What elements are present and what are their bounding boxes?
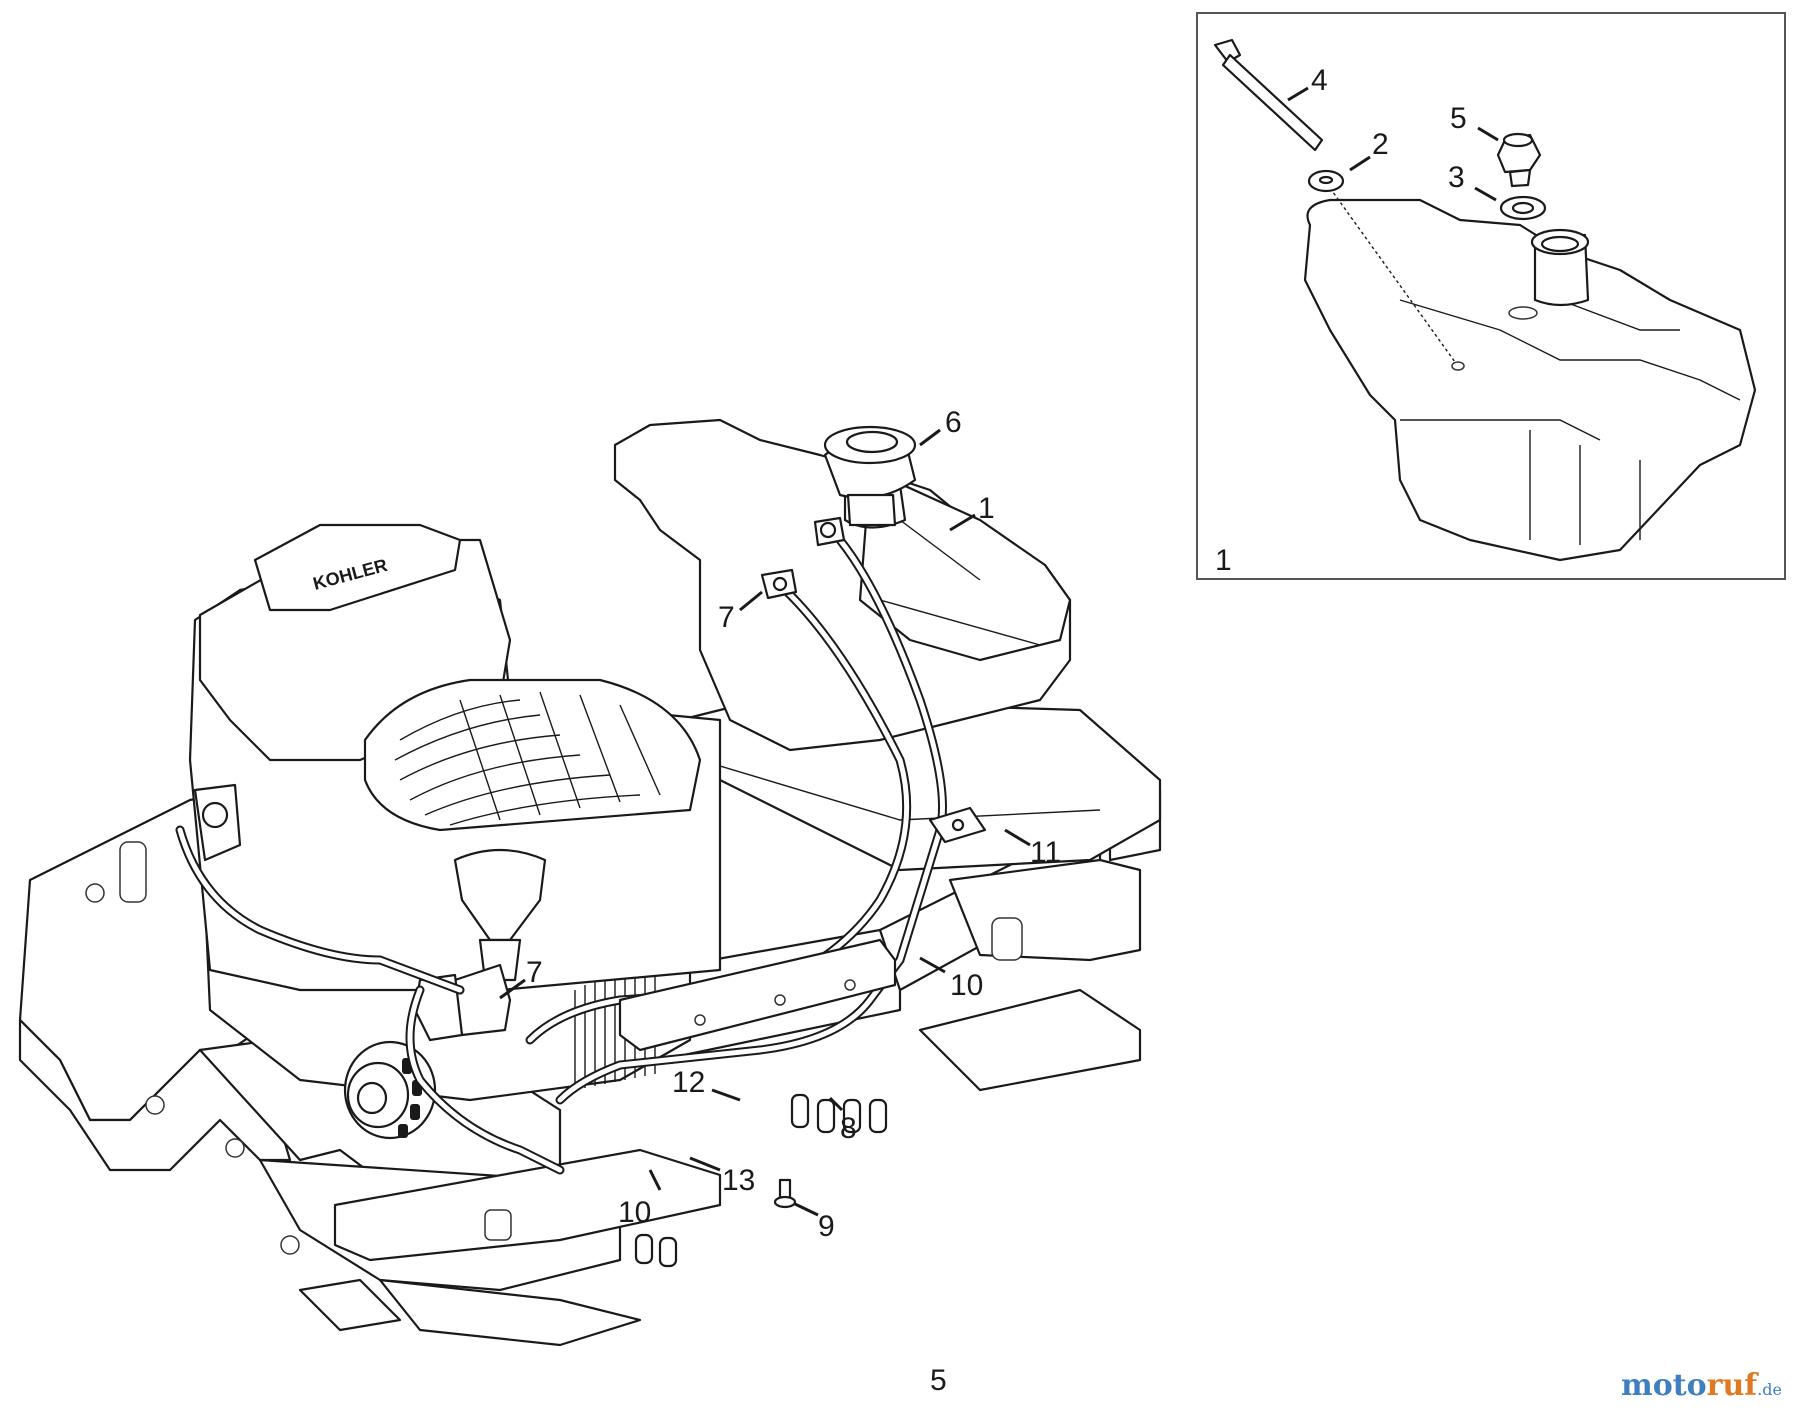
callout-4: 4 bbox=[1287, 64, 1328, 102]
callout-2-label: 2 bbox=[1372, 128, 1389, 161]
watermark-suffix: .de bbox=[1757, 1380, 1782, 1399]
watermark-logo: motoruf.de bbox=[1621, 1368, 1782, 1403]
inset-label: 1 bbox=[1215, 544, 1232, 577]
callout-1-label: 1 bbox=[978, 492, 995, 525]
screw bbox=[773, 1178, 797, 1209]
inset-tube bbox=[1213, 38, 1324, 152]
engine: KOHLER bbox=[188, 523, 722, 1140]
callout-6-label: 6 bbox=[945, 406, 962, 439]
callout-12: 12 bbox=[672, 1066, 741, 1102]
inset-bushing bbox=[1499, 195, 1547, 221]
watermark-part2: ruf bbox=[1706, 1368, 1758, 1403]
inset-tank bbox=[1303, 187, 1757, 562]
callout-3-label: 3 bbox=[1448, 161, 1465, 194]
callout-5: 5 bbox=[1450, 102, 1499, 142]
callout-8-label: 8 bbox=[840, 1112, 857, 1145]
callout-10-right: 10 bbox=[919, 956, 983, 1002]
hose-clamp bbox=[928, 806, 987, 844]
callout-6: 6 bbox=[919, 406, 962, 447]
callout-7-upper-label: 7 bbox=[718, 601, 735, 634]
watermark-part1: moto bbox=[1621, 1368, 1707, 1403]
callout-1-main: 1 bbox=[949, 492, 995, 532]
callout-7-lower: 7 bbox=[499, 956, 543, 1000]
callout-10-right-label: 10 bbox=[950, 969, 983, 1002]
cross-bracket bbox=[618, 938, 897, 1052]
callout-13: 13 bbox=[689, 1156, 755, 1197]
callout-8: 8 bbox=[828, 1096, 857, 1145]
vent-fittings bbox=[760, 516, 846, 600]
callout-12-label: 12 bbox=[672, 1066, 705, 1099]
inset-rollover-valve bbox=[1496, 132, 1542, 188]
callout-11: 11 bbox=[1004, 828, 1061, 869]
callout-13-label: 13 bbox=[722, 1164, 755, 1197]
callout-4-label: 4 bbox=[1311, 64, 1328, 97]
page-number: 5 bbox=[930, 1364, 947, 1397]
spacers bbox=[634, 1093, 888, 1268]
inset-grommet bbox=[1307, 169, 1345, 193]
callout-2: 2 bbox=[1349, 128, 1389, 172]
callout-1-inset: 1 bbox=[1215, 544, 1232, 577]
fuel-cap bbox=[823, 425, 917, 527]
callout-7-lower-label: 7 bbox=[526, 956, 543, 989]
callout-7-upper: 7 bbox=[718, 590, 763, 634]
callout-9-label: 9 bbox=[818, 1210, 835, 1243]
callout-3: 3 bbox=[1448, 161, 1497, 202]
callout-9: 9 bbox=[794, 1202, 835, 1243]
callout-10-lower-label: 10 bbox=[618, 1196, 651, 1229]
callout-5-label: 5 bbox=[1450, 102, 1467, 135]
callout-11-label: 11 bbox=[1030, 836, 1061, 869]
callout-10-lower: 10 bbox=[618, 1169, 662, 1229]
inset-frame bbox=[1196, 12, 1786, 580]
